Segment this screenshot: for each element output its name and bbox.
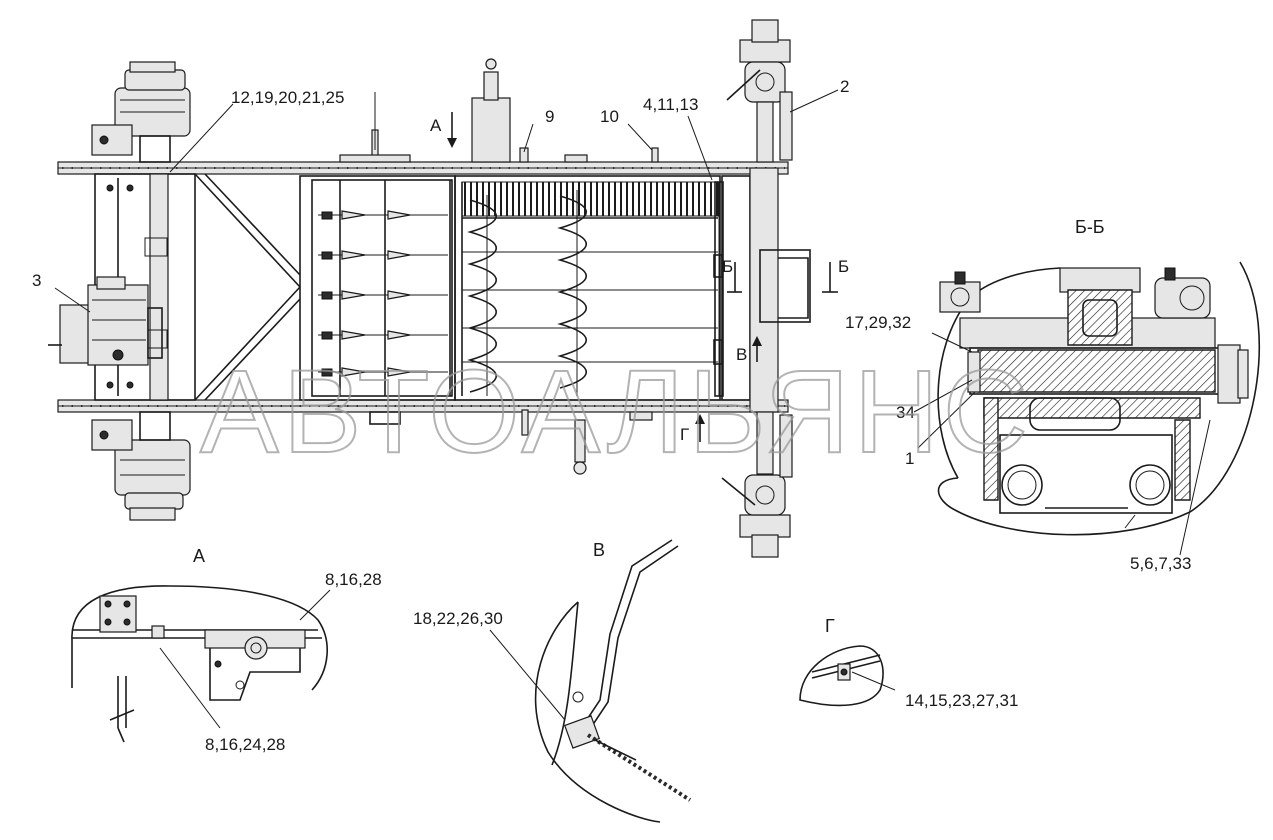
callout-2: 2 [840,77,849,96]
view-a-detail: А 8,16,28 8,16,24,28 [71,546,382,754]
callout-4-11-13: 4,11,13 [643,95,698,114]
top-fittings [339,58,659,475]
view-v-detail: В 18,22,26,30 [413,539,692,823]
knife-rows [318,210,448,377]
front-wheel-hub-bottom [91,411,191,521]
callout-5-6-7-33: 5,6,7,33 [1130,554,1191,573]
view-g-title: Г [825,616,835,636]
main-chassis-view: 12,19,20,21,25 9 10 4,11,13 2 3 А Б Б В … [32,19,849,558]
front-wheel-hub-top [91,61,191,163]
callout-3: 3 [32,271,41,290]
view-g-detail: Г 14,15,23,27,31 [799,616,1018,710]
callout-9: 9 [545,107,554,126]
callout-14-15-23-27-31: 14,15,23,27,31 [905,691,1018,710]
section-bb-view: Б-Б 17 [845,217,1261,573]
section-marker-b-right: Б [838,257,849,276]
section-bb-title: Б-Б [1075,217,1105,237]
view-v-title: В [593,540,605,560]
rear-axle [721,19,811,558]
callout-8-16-28: 8,16,28 [325,570,382,589]
view-marker-v: В [736,345,747,364]
knife-section [299,175,456,401]
callout-1: 1 [905,449,914,468]
view-marker-g: Г [680,425,689,444]
view-arrows [447,112,838,442]
callout-10: 10 [600,107,619,126]
section-marker-b-left: Б [722,257,733,276]
view-a-title: А [193,546,205,566]
auger-section [454,175,724,401]
callout-12-19-20-21-25: 12,19,20,21,25 [231,88,344,107]
main-leader-lines [54,89,839,313]
view-marker-a: А [430,116,442,135]
watermark: АВТОАЛЬЯНС [200,346,1032,478]
frame-rails [57,161,789,413]
callout-17-29-32: 17,29,32 [845,313,911,332]
steering-gearbox [48,276,163,366]
callout-34: 34 [896,403,915,422]
callout-8-16-24-28: 8,16,24,28 [205,735,285,754]
auger-screws [467,190,588,396]
callout-18-22-26-30: 18,22,26,30 [413,609,503,628]
